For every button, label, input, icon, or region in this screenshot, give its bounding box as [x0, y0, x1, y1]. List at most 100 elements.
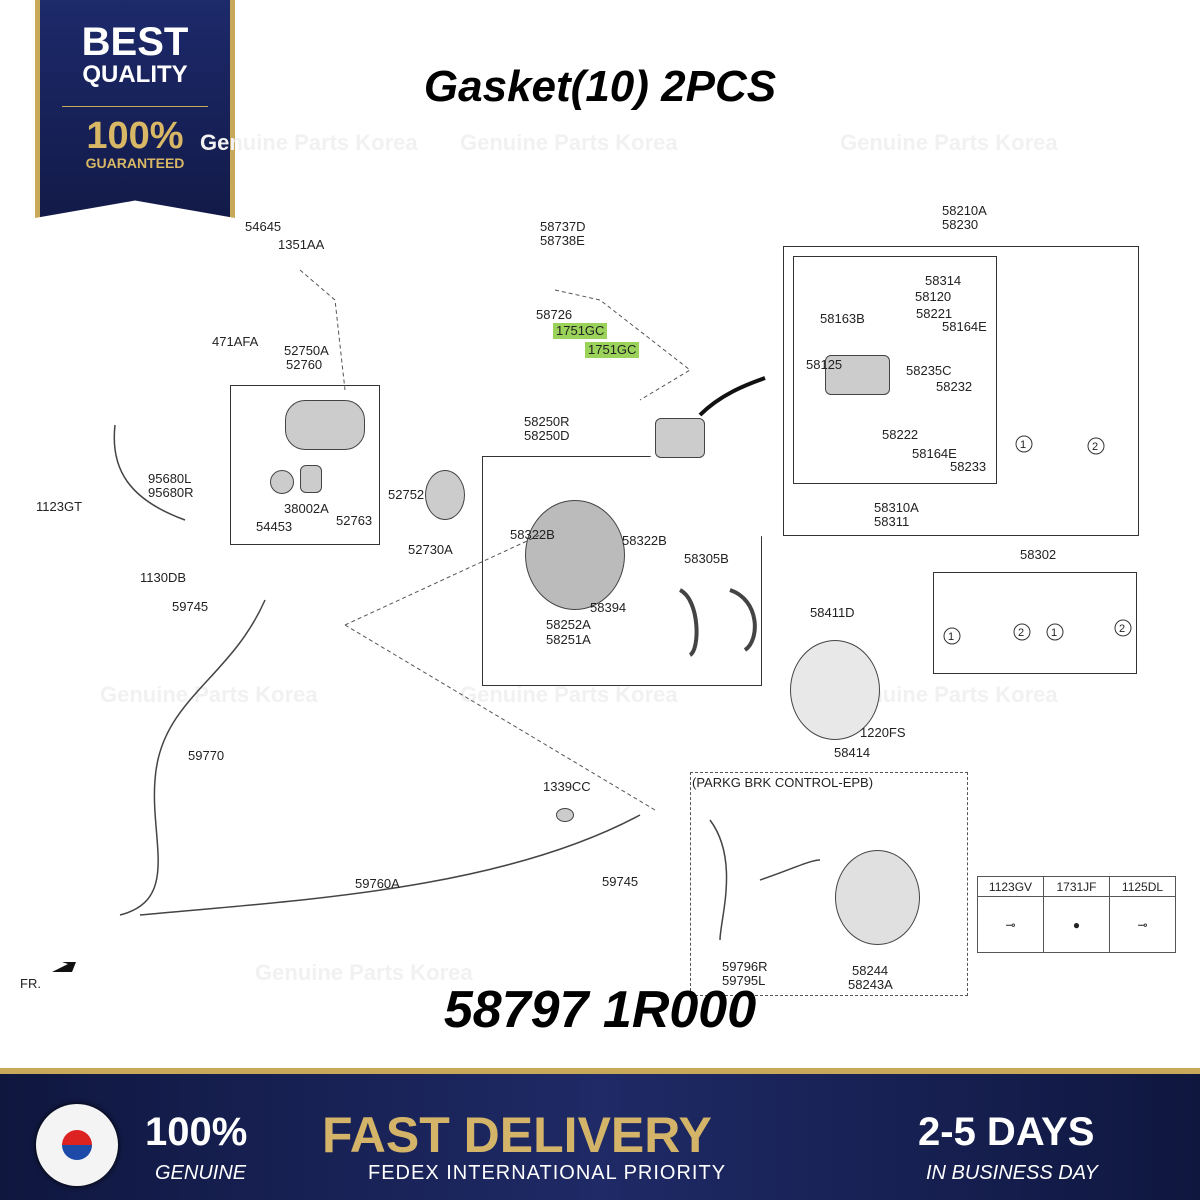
part-label: 52760 — [286, 357, 323, 372]
part-label: 1339CC — [543, 779, 591, 794]
part-label: 58222 — [882, 427, 919, 442]
part-label: 95680R — [148, 485, 194, 500]
part-label: 38002A — [284, 501, 329, 516]
part-label: 52763 — [336, 513, 373, 528]
part-label: 58314 — [925, 273, 962, 288]
highlighted-part-label-gasket: 1751GC — [585, 342, 640, 358]
epb-section-label: (PARKG BRK CONTROL-EPB) — [692, 775, 874, 790]
watermark: Genuine Parts Korea — [460, 130, 678, 155]
business-day-text: IN BUSINESS DAY — [926, 1162, 1098, 1184]
pad-kit-box — [933, 572, 1137, 674]
diagram-lines — [52, 269, 1132, 972]
delivery-banner: 100% GENUINE FAST DELIVERY FEDEX INTERNA… — [0, 1068, 1200, 1200]
brake-disc-part — [790, 640, 880, 740]
knuckle-part — [285, 400, 365, 450]
part-label: 59795L — [722, 973, 766, 988]
korea-flag-icon — [36, 1104, 118, 1186]
part-label: 59770 — [188, 748, 225, 763]
part-label: 58414 — [834, 745, 871, 760]
highlighted-part-label-gasket: 1751GC — [553, 323, 608, 339]
part-label: 58243A — [848, 977, 893, 992]
part-label: 58221 — [916, 306, 953, 321]
part-label: 58230 — [942, 217, 979, 232]
callout-2: 2 — [1119, 623, 1126, 635]
fedex-text: FEDEX INTERNATIONAL PRIORITY — [368, 1162, 727, 1184]
part-label: 59745 — [172, 599, 209, 614]
part-label: 1220FS — [860, 725, 906, 740]
part-label: 58120 — [915, 289, 952, 304]
part-label: 58163B — [820, 311, 865, 326]
bushing-part — [300, 465, 322, 493]
watermark: Genuine Parts Korea — [200, 130, 418, 155]
badge-100: 100% — [62, 106, 208, 155]
fast-delivery-text: FAST DELIVERY — [322, 1107, 712, 1163]
part-label: 58738E — [540, 233, 585, 248]
bolt-icon: ⊸ — [977, 896, 1044, 953]
part-label: 58305B — [684, 551, 729, 566]
grommet-part — [556, 808, 574, 822]
part-label: 52752 — [388, 487, 425, 502]
part-label: 58233 — [950, 459, 987, 474]
callout-1: 1 — [1051, 627, 1058, 639]
part-label: 58164E — [942, 319, 987, 334]
part-label: 58302 — [1020, 547, 1057, 562]
part-label: 58235C — [906, 363, 952, 378]
watermark: Genuine Parts Korea — [255, 960, 473, 985]
part-label: 54645 — [245, 219, 282, 234]
part-label: 58322B — [622, 533, 667, 548]
part-label: 58322B — [510, 527, 555, 542]
watermark: Genuine Parts Korea — [100, 682, 318, 707]
badge-quality: QUALITY — [82, 61, 188, 88]
watermark: Genuine Parts Korea — [460, 682, 678, 707]
watermark: Genuine Parts Korea — [840, 130, 1058, 155]
badge-guaranteed: GUARANTEED — [85, 155, 185, 171]
part-label: 54453 — [256, 519, 293, 534]
part-label: 58310A — [874, 500, 919, 515]
part-label: 58737D — [540, 219, 586, 234]
part-label: 1130DB — [140, 570, 187, 585]
caliper-part — [655, 418, 705, 458]
part-number: 58797 1R000 — [443, 981, 757, 1039]
part-label: 58726 — [536, 307, 573, 322]
part-label: 58210A — [942, 203, 987, 218]
part-label: 471AFA — [212, 334, 259, 349]
best-quality-badge: BEST QUALITY 100% GUARANTEED — [35, 0, 235, 218]
genuine-percent: 100% — [145, 1110, 248, 1154]
part-label: 52750A — [284, 343, 329, 358]
epb-box — [690, 772, 968, 996]
bolt-icon: ⊸ — [1109, 896, 1176, 953]
caliper-body-part — [825, 355, 890, 395]
front-direction-label: FR. — [20, 976, 41, 991]
table-header: 1125DL — [1109, 876, 1176, 897]
part-label: 59760A — [355, 876, 400, 891]
caliper-outer-box — [783, 246, 1139, 536]
table-header: 1731JF — [1043, 876, 1110, 897]
days-text: 2-5 DAYS — [918, 1110, 1095, 1154]
badge-best: BEST — [81, 20, 189, 64]
backing-plate-part — [525, 500, 625, 610]
callout-1: 1 — [1020, 439, 1027, 451]
callout-1: 1 — [948, 631, 955, 643]
part-label: 58252A — [546, 617, 591, 632]
part-label: 58394 — [590, 600, 627, 615]
bushing-part — [270, 470, 294, 494]
part-label: 52730A — [408, 542, 453, 557]
part-label: 58125 — [806, 357, 843, 372]
part-label: 1123GT — [36, 499, 83, 514]
part-label: 58411D — [810, 605, 855, 620]
part-label: 1351AA — [278, 237, 325, 252]
part-label: 58244 — [852, 963, 889, 978]
caliper-inner-box — [793, 256, 997, 484]
part-label: 58311 — [874, 514, 910, 529]
part-label: 58232 — [936, 379, 973, 394]
backing-plate-box — [482, 456, 762, 686]
part-label: 58250D — [524, 428, 570, 443]
plug-icon: ● — [1043, 896, 1110, 953]
knuckle-box — [230, 385, 380, 545]
part-label: 95680L — [148, 471, 192, 486]
product-title: Gasket(10) 2PCS — [423, 62, 777, 111]
part-label: 58250R — [524, 414, 570, 429]
genuine-text: GENUINE — [155, 1162, 247, 1184]
table-header: 1123GV — [977, 876, 1044, 897]
